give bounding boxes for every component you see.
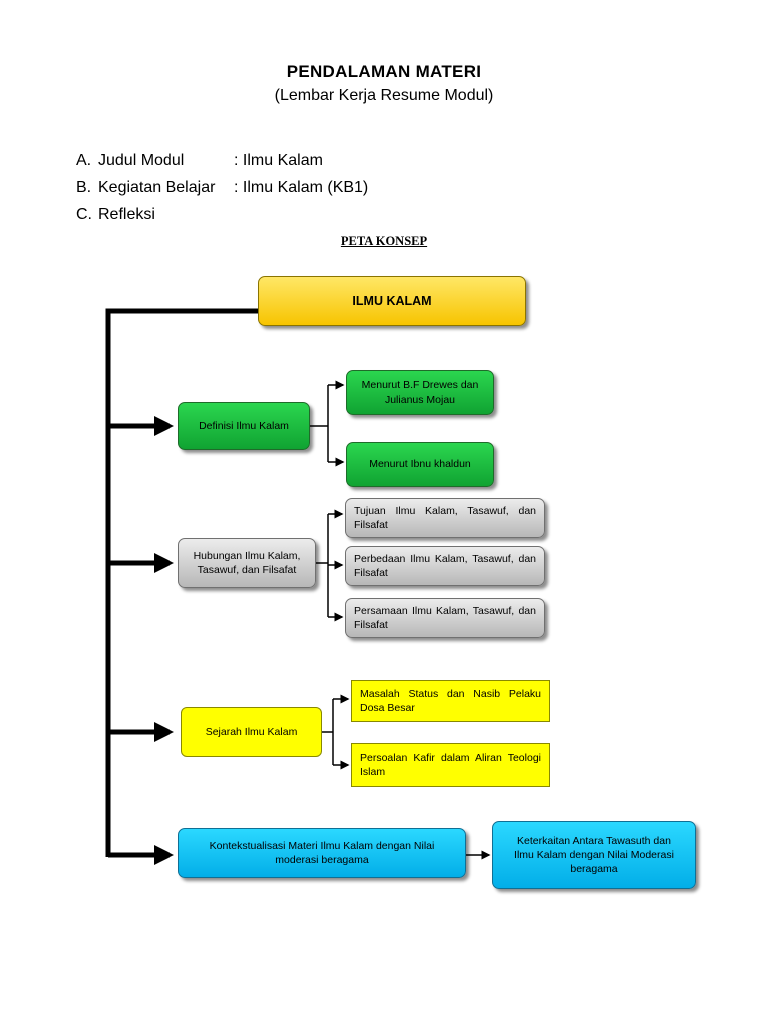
meta-row-kegiatan: B. Kegiatan Belajar : Ilmu Kalam (KB1)	[76, 179, 368, 197]
meta-label: Refleksi	[98, 206, 155, 223]
connector-definisi	[310, 385, 329, 462]
connector-sejarah	[322, 699, 334, 765]
meta-label: Kegiatan Belajar	[98, 179, 216, 196]
concept-sejarah-dosa: Masalah Status dan Nasib Pelaku Dosa Bes…	[351, 680, 550, 722]
meta-marker: C.	[76, 206, 92, 223]
concept-kontekstualisasi-tawasuth: Keterkaitan Antara Tawasuth dan Ilmu Kal…	[492, 821, 696, 889]
meta-row-refleksi: C. Refleksi	[76, 206, 155, 224]
meta-row-judul: A. Judul Modul : Ilmu Kalam	[76, 152, 323, 170]
meta-marker: A.	[76, 152, 92, 169]
concept-definisi: Definisi Ilmu Kalam	[178, 402, 310, 450]
concept-root: ILMU KALAM	[258, 276, 526, 326]
connector-hubungan	[316, 514, 329, 617]
meta-label: Judul Modul	[98, 152, 185, 169]
page-title: PENDALAMAN MATERI	[286, 62, 482, 81]
meta-marker: B.	[76, 179, 92, 196]
concept-definisi-khaldun: Menurut Ibnu khaldun	[346, 442, 494, 487]
meta-value: : Ilmu Kalam (KB1)	[234, 179, 369, 196]
page-subtitle: (Lembar Kerja Resume Modul)	[274, 87, 494, 104]
meta-value: : Ilmu Kalam	[234, 152, 323, 169]
concept-definisi-drewes: Menurut B.F Drewes dan Julianus Mojau	[346, 370, 494, 415]
concept-sejarah-kafir: Persoalan Kafir dalam Aliran Teologi Isl…	[351, 743, 550, 787]
concept-hubungan: Hubungan Ilmu Kalam, Tasawuf, dan Filsaf…	[178, 538, 316, 588]
concept-hubungan-perbedaan: Perbedaan Ilmu Kalam, Tasawuf, dan Filsa…	[345, 546, 545, 586]
concept-kontekstualisasi: Kontekstualisasi Materi Ilmu Kalam denga…	[178, 828, 466, 878]
concept-map-heading: PETA KONSEP	[340, 234, 428, 248]
concept-hubungan-tujuan: Tujuan Ilmu Kalam, Tasawuf, dan Filsafat	[345, 498, 545, 538]
concept-sejarah: Sejarah Ilmu Kalam	[181, 707, 322, 757]
concept-hubungan-persamaan: Persamaan Ilmu Kalam, Tasawuf, dan Filsa…	[345, 598, 545, 638]
spine-line	[105, 308, 258, 857]
